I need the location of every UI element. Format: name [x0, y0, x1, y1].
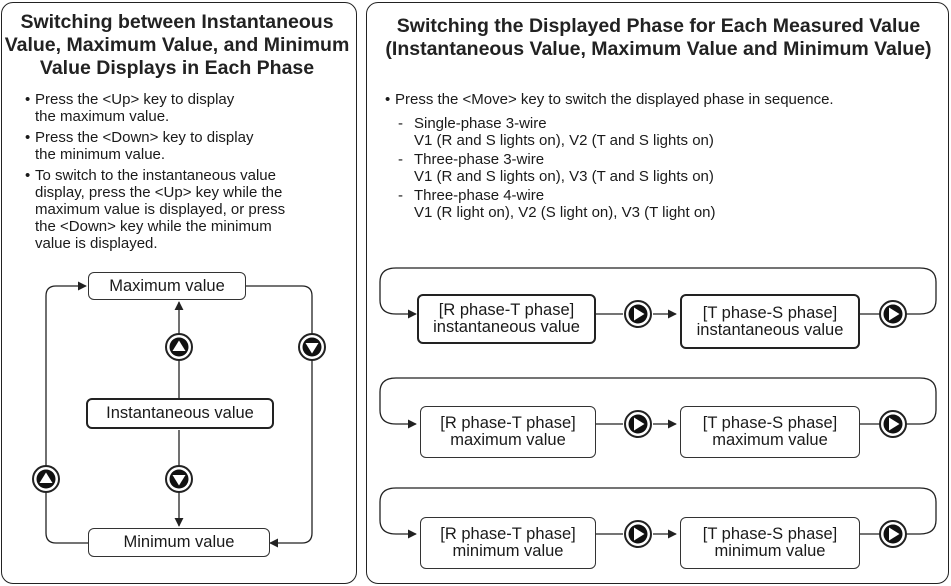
- right-panel-title: Switching the Displayed Phase for Each M…: [385, 15, 932, 60]
- rt-instantaneous-box: [R phase-T phase] instantaneous value: [417, 294, 596, 344]
- down-key-icon: [298, 333, 326, 361]
- move-key-icon: [624, 300, 652, 328]
- loop-line-max-to-min: [246, 285, 313, 548]
- move-key-icon: [879, 520, 907, 548]
- wiring-item: Single-phase 3-wire V1 (R and S lights o…: [398, 115, 716, 149]
- loop-line-min-to-max: [45, 281, 88, 544]
- move-key-icon: [879, 410, 907, 438]
- move-key-instruction: Press the <Move> key to switch the displ…: [385, 91, 834, 108]
- minimum-value-box: Minimum value: [88, 528, 270, 557]
- move-key-icon: [624, 520, 652, 548]
- row-loop-maximum: [379, 377, 937, 429]
- instruction-up-key: Press the <Up> key to display the maximu…: [25, 91, 325, 125]
- wiring-type: Three-phase 4-wire: [398, 187, 544, 204]
- wiring-type: Single-phase 3-wire: [398, 115, 547, 132]
- instruction-down-key: Press the <Down> key to display the mini…: [25, 129, 325, 163]
- left-panel-title: Switching between Instantaneous Value, M…: [4, 11, 350, 79]
- up-key-icon: [165, 333, 193, 361]
- wiring-item: Three-phase 3-wire V1 (R and S lights on…: [398, 151, 716, 185]
- up-key-icon: [32, 465, 60, 493]
- move-key-icon: [879, 300, 907, 328]
- rt-maximum-box: [R phase-T phase] maximum value: [420, 406, 596, 458]
- down-key-icon: [165, 465, 193, 493]
- wiring-detail: V1 (R light on), V2 (S light on), V3 (T …: [414, 204, 716, 221]
- instruction-return-instantaneous: To switch to the instantaneous value dis…: [25, 167, 325, 252]
- left-panel: [1, 2, 357, 584]
- instantaneous-value-box: Instantaneous value: [86, 398, 274, 429]
- left-instructions: Press the <Up> key to display the maximu…: [25, 91, 325, 256]
- right-panel: Switching the Displayed Phase for Each M…: [366, 2, 949, 584]
- move-key-icon: [624, 410, 652, 438]
- row-loop-instantaneous: [379, 267, 937, 319]
- row-loop-minimum: [379, 487, 937, 539]
- rt-minimum-box: [R phase-T phase] minimum value: [420, 517, 596, 569]
- ts-minimum-box: [T phase-S phase] minimum value: [680, 517, 860, 569]
- wiring-item: Three-phase 4-wire V1 (R light on), V2 (…: [398, 187, 716, 221]
- ts-maximum-box: [T phase-S phase] maximum value: [680, 406, 860, 458]
- wiring-list: Single-phase 3-wire V1 (R and S lights o…: [398, 115, 716, 223]
- wiring-detail: V1 (R and S lights on), V2 (T and S ligh…: [414, 132, 714, 149]
- maximum-value-box: Maximum value: [88, 272, 246, 300]
- wiring-type: Three-phase 3-wire: [398, 151, 544, 168]
- wiring-detail: V1 (R and S lights on), V3 (T and S ligh…: [414, 168, 714, 185]
- ts-instantaneous-box: [T phase-S phase] instantaneous value: [680, 294, 860, 349]
